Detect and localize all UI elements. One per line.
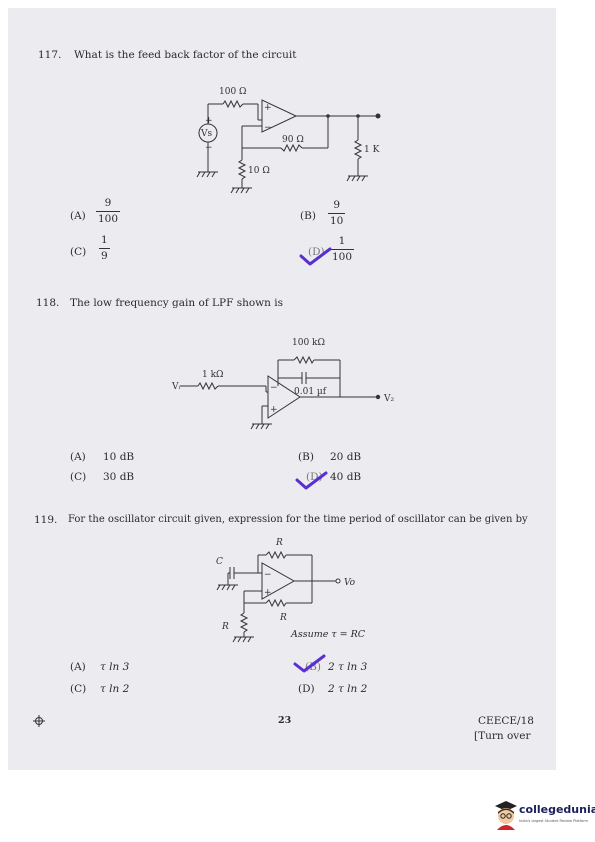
question-number: 118.	[36, 297, 60, 309]
option-text: 2 τ ln 2	[328, 683, 368, 695]
svg-text:+: +	[270, 405, 278, 415]
label-r-mid: R	[279, 613, 287, 623]
option-letter: (C)	[70, 471, 87, 483]
label-capacitor: C	[216, 557, 223, 567]
label-r-ground: R	[221, 622, 229, 632]
option-text: 2 τ ln 3	[328, 661, 368, 673]
option-text: 20 dB	[330, 451, 362, 463]
label-capacitor: 0.01 µf	[294, 387, 327, 397]
question-number: 117.	[38, 49, 62, 61]
label-r-input: 1 kΩ	[202, 370, 224, 380]
label-vin: Vᵢ	[171, 382, 180, 392]
lpf-circuit-diagram: − + 100 kΩ 1 kΩ 0.01 µf Vᵢ V₂	[171, 338, 394, 430]
label-r-ground: 10 Ω	[248, 166, 270, 176]
option-letter: (A)	[70, 661, 86, 673]
registration-mark-icon	[33, 715, 45, 727]
option-text: 30 dB	[103, 471, 135, 483]
option-letter: (B)	[305, 661, 321, 673]
svg-text:+: +	[264, 103, 272, 113]
question-text: The low frequency gain of LPF shown is	[70, 297, 284, 309]
label-vout: Vo	[344, 578, 356, 588]
option-letter: (A)	[70, 210, 86, 222]
option-text: τ ln 2	[100, 683, 130, 695]
option-letter: (B)	[300, 210, 316, 222]
svg-text:+: +	[205, 116, 213, 126]
label-vout: V₂	[383, 394, 394, 404]
answer-check-icon	[299, 247, 332, 266]
label-source: Vs	[200, 129, 212, 139]
brand-tagline: India's largest Student Review Platform	[519, 819, 588, 823]
answer-check-icon	[293, 654, 326, 673]
graduate-avatar-icon	[495, 801, 517, 830]
option-text: 10 dB	[103, 451, 135, 463]
option-letter: (C)	[70, 683, 87, 695]
brand-logo: collegedunia India's largest Student Rev…	[492, 800, 595, 836]
option-text: τ ln 3	[100, 661, 130, 673]
answer-check-icon	[295, 471, 328, 490]
assume-note: Assume τ = RC	[291, 629, 366, 640]
label-r-top: 100 Ω	[219, 87, 247, 97]
option-letter: (B)	[298, 451, 314, 463]
option-letter: (A)	[70, 451, 86, 463]
label-r-feedback: 100 kΩ	[292, 338, 325, 348]
question-number: 119.	[34, 514, 58, 526]
exam-code: CEECE/18	[478, 715, 534, 727]
svg-text:−: −	[264, 123, 272, 133]
feedback-circuit-diagram: + − + − 100 Ω Vs 90 Ω 10 Ω 1 K	[196, 87, 381, 194]
turn-over-note: [Turn over	[474, 730, 531, 742]
svg-text:+: +	[264, 588, 272, 598]
question-text: What is the feed back factor of the circ…	[74, 49, 297, 61]
option-letter: (D)	[298, 683, 315, 695]
svg-text:−: −	[205, 143, 213, 153]
question-text: For the oscillator circuit given, expres…	[68, 514, 528, 525]
label-r-load: 1 K	[364, 145, 380, 155]
brand-name: collegedunia	[519, 803, 595, 816]
label-r-top: R	[275, 538, 283, 548]
exam-page: 117. What is the feed back factor of the…	[8, 8, 556, 770]
oscillator-circuit-diagram: − + C R R R Vo	[216, 538, 356, 643]
option-letter: (C)	[70, 246, 87, 258]
svg-text:−: −	[264, 570, 272, 580]
page-number: 23	[278, 715, 292, 726]
option-text: 40 dB	[330, 471, 362, 483]
svg-text:−: −	[270, 383, 278, 393]
label-r-feedback: 90 Ω	[282, 135, 304, 145]
